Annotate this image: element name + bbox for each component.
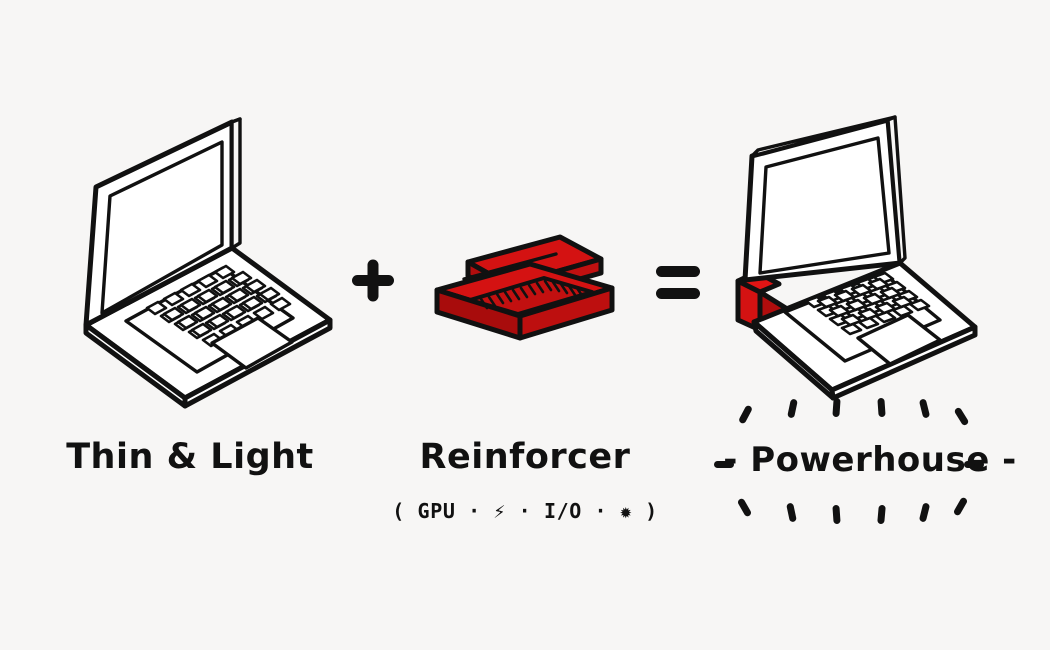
laptop-right-keyboard-keys bbox=[804, 271, 931, 336]
laptop-powerhouse-icon bbox=[735, 115, 978, 401]
reinforcer-module-icon bbox=[434, 234, 615, 341]
caption-thin-light: Thin & Light bbox=[66, 437, 314, 477]
plus-operator bbox=[352, 259, 394, 302]
laptop-left-trackpad bbox=[210, 316, 294, 370]
laptop-left-lid-thickness-right bbox=[230, 117, 242, 250]
laptop-right-screen bbox=[758, 136, 891, 275]
caption-powerhouse: - Powerhouse - bbox=[723, 440, 1017, 480]
laptop-thin-light-icon bbox=[83, 117, 333, 409]
laptop-right-trackpad bbox=[856, 313, 942, 366]
caption-reinforcer-subtitle: ( GPU · ⚡ · I/O · ✹ ) bbox=[392, 499, 658, 523]
laptop-left-screen bbox=[100, 140, 224, 315]
laptop-right-lid-thickness-right bbox=[886, 115, 907, 265]
laptop-right-base-edge-front bbox=[829, 324, 978, 401]
powerhouse-sparkles bbox=[714, 398, 984, 524]
equals-operator bbox=[656, 266, 700, 299]
reinforcer-vent-slats bbox=[479, 279, 585, 310]
laptop-left-keyboard-keys bbox=[145, 264, 292, 348]
caption-reinforcer: Reinforcer bbox=[419, 437, 631, 477]
